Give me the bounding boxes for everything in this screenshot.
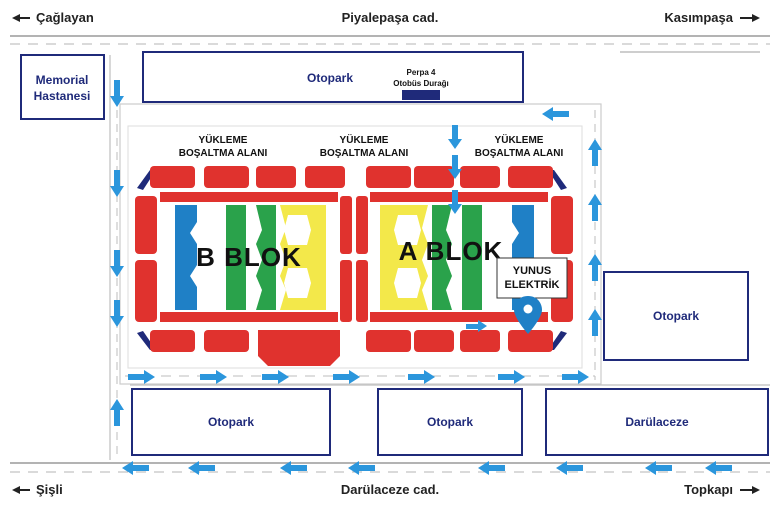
road-label-topkapi: Topkapı (684, 482, 760, 497)
svg-text:Otopark: Otopark (208, 415, 254, 429)
svg-text:Otopark: Otopark (653, 309, 699, 323)
arrow-left-icon (478, 461, 505, 475)
arrow-left-icon (705, 461, 732, 475)
road-label-darulaceze-cad: Darülaceze cad. (341, 482, 439, 497)
arrow-right-icon (466, 320, 487, 332)
arrow-up-icon (588, 194, 602, 221)
svg-text:Çağlayan: Çağlayan (36, 10, 94, 25)
road-label-caglayan: Çağlayan (12, 10, 94, 25)
svg-text:Otopark: Otopark (427, 415, 473, 429)
svg-text:Darülaceze: Darülaceze (625, 415, 689, 429)
arrow-down-icon (448, 190, 462, 214)
arrow-down-icon (448, 125, 462, 149)
bus-stop: Perpa 4 Otobüs Durağı (393, 68, 449, 100)
arrow-left-icon (280, 461, 307, 475)
arrow-up-icon (588, 139, 602, 166)
svg-text:YÜKLEME: YÜKLEME (340, 133, 389, 146)
arrow-left-icon (542, 107, 569, 121)
svg-text:YUNUS: YUNUS (513, 265, 552, 277)
arrow-right-icon (562, 370, 589, 384)
b-blok-label: B BLOK (196, 242, 302, 272)
svg-text:Kasımpaşa: Kasımpaşa (664, 10, 733, 25)
top-road (10, 35, 770, 45)
arrow-up-icon (110, 399, 124, 426)
arrow-down-icon (110, 300, 124, 327)
yunus-elektrik-marker[interactable]: YUNUS ELEKTRİK (496, 257, 568, 299)
parking-bottom-left: Otopark (131, 388, 331, 456)
svg-text:Perpa 4: Perpa 4 (407, 68, 436, 77)
arrow-up-icon (588, 254, 602, 281)
road-label-sisli: Şişli (12, 482, 63, 497)
arrow-left-icon (645, 461, 672, 475)
memorial-hospital: Memorial Hastanesi (20, 54, 105, 120)
parking-top: Otopark (142, 51, 524, 103)
svg-text:BOŞALTMA ALANI: BOŞALTMA ALANI (475, 148, 564, 159)
svg-text:YÜKLEME: YÜKLEME (199, 133, 248, 146)
a-blok (356, 166, 573, 352)
road-label-kasimpasa: Kasımpaşa (664, 10, 760, 25)
arrow-right-icon (128, 370, 155, 384)
arrow-right-icon (262, 370, 289, 384)
arrow-right-icon (408, 370, 435, 384)
road-label-piyalepasa: Piyalepaşa cad. (342, 10, 439, 25)
arrow-right-icon (200, 370, 227, 384)
darulaceze-area: Darülaceze (545, 388, 769, 456)
svg-text:Topkapı: Topkapı (684, 482, 733, 497)
loading-zone-1: YÜKLEME BOŞALTMA ALANI (179, 133, 268, 159)
complex-inner-outline (127, 125, 583, 369)
arrow-down-icon (110, 250, 124, 277)
arrow-right-icon (333, 370, 360, 384)
svg-text:Şişli: Şişli (36, 482, 63, 497)
arrow-left-icon (348, 461, 375, 475)
svg-text:YÜKLEME: YÜKLEME (495, 133, 544, 146)
arrow-down-icon (110, 80, 124, 107)
svg-text:BOŞALTMA ALANI: BOŞALTMA ALANI (179, 148, 268, 159)
loading-zone-2: YÜKLEME BOŞALTMA ALANI (320, 133, 409, 159)
parking-bottom-mid: Otopark (377, 388, 523, 456)
location-pin-icon[interactable] (514, 296, 542, 334)
arrow-left-icon (122, 461, 149, 475)
svg-text:Hastanesi: Hastanesi (34, 89, 91, 103)
svg-text:BOŞALTMA ALANI: BOŞALTMA ALANI (320, 148, 409, 159)
svg-text:ELEKTRİK: ELEKTRİK (505, 278, 560, 291)
arrow-down-icon (448, 155, 462, 179)
arrow-right-icon (498, 370, 525, 384)
traffic-arrows (110, 80, 732, 475)
arrow-left-icon (188, 461, 215, 475)
parking-right: Otopark (603, 271, 749, 361)
svg-text:Memorial: Memorial (36, 73, 89, 87)
complex-outline (119, 103, 602, 385)
a-blok-label: A BLOK (399, 236, 504, 266)
arrow-down-icon (110, 170, 124, 197)
bottom-road (10, 462, 770, 473)
loading-zone-3: YÜKLEME BOŞALTMA ALANI (475, 133, 564, 159)
arrow-up-icon (588, 309, 602, 336)
svg-text:Otobüs Durağı: Otobüs Durağı (393, 79, 449, 88)
arrow-left-icon (556, 461, 583, 475)
b-blok (135, 166, 352, 366)
svg-text:Otopark: Otopark (307, 71, 353, 85)
